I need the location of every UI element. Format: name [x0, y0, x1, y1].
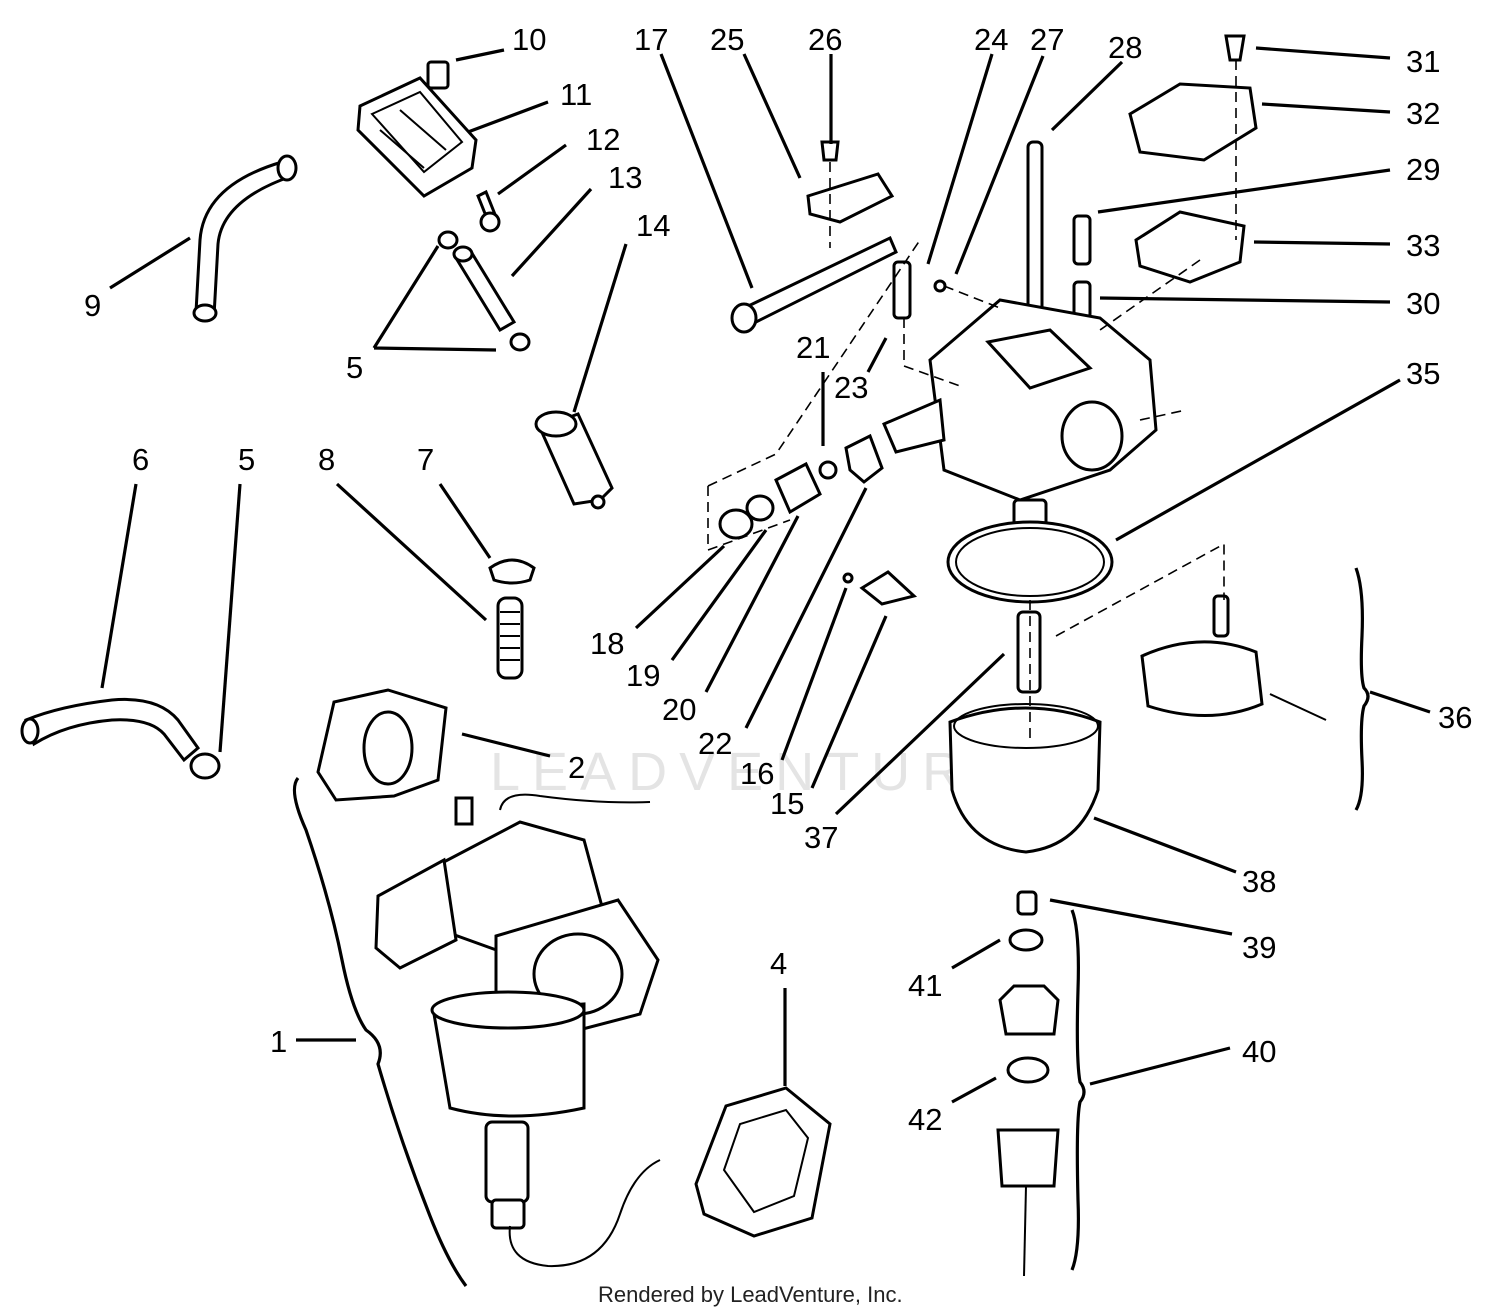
callout-40: 40 [1242, 1034, 1276, 1069]
part-10-clip [426, 60, 450, 90]
callout-24: 24 [974, 22, 1008, 57]
part-7-nut [488, 558, 536, 585]
watermark-text: LEADVENTURE [490, 742, 1021, 802]
callout-14: 14 [636, 208, 670, 243]
callout-11: 11 [560, 77, 592, 112]
render-credit: Rendered by LeadVenture, Inc. [598, 1282, 903, 1307]
part-23-screw [892, 260, 912, 320]
parts-artwork [20, 34, 1327, 1277]
part-33-gasket [1134, 210, 1246, 284]
callout-35: 35 [1406, 356, 1440, 391]
callout-29: 29 [1406, 152, 1440, 187]
callout-5-upper: 5 [346, 350, 363, 385]
callout-21: 21 [796, 330, 830, 365]
part-32-cover [1128, 82, 1258, 162]
callout-12: 12 [586, 122, 620, 157]
part-31-screw [1224, 34, 1246, 62]
part-15-bracket [859, 570, 918, 606]
carburetor-body [882, 298, 1158, 542]
part-27-plug [933, 279, 947, 293]
callout-7: 7 [417, 442, 434, 477]
callout-9: 9 [84, 288, 101, 323]
part-40-solenoid-upper [998, 984, 1060, 1036]
part-4-gasket [694, 1086, 832, 1238]
callout-13: 13 [608, 160, 642, 195]
callout-6: 6 [132, 442, 149, 477]
part-25-plate [806, 172, 895, 224]
callout-19: 19 [626, 658, 660, 693]
callout-37: 37 [804, 820, 838, 855]
brace-36 [1354, 567, 1370, 811]
part-29-screw [1072, 214, 1092, 266]
part-1-carburetor-assembly [374, 793, 661, 1268]
part-17-shaft [737, 235, 898, 329]
callout-41: 41 [908, 968, 942, 1003]
part-42-washer [1006, 1056, 1050, 1084]
part-35-oring [946, 520, 1114, 604]
part-22-lever [844, 433, 884, 484]
callout-32: 32 [1406, 96, 1440, 131]
part-5-clamp-upper-a [437, 230, 459, 250]
callout-1: 1 [270, 1024, 287, 1059]
callout-23: 23 [834, 370, 868, 405]
brace-1 [292, 776, 468, 1287]
callout-27: 27 [1030, 22, 1064, 57]
part-18-seal [718, 508, 754, 540]
part-36-float [1140, 640, 1264, 718]
callout-4: 4 [770, 946, 787, 981]
callout-38: 38 [1242, 864, 1276, 899]
part-26-screw [820, 140, 840, 162]
part-38-bowl [948, 706, 1102, 854]
part-6-hose [24, 697, 201, 763]
part-16-screw [842, 572, 854, 584]
callout-15: 15 [770, 786, 804, 821]
callout-20: 20 [662, 692, 696, 727]
callout-labels: 1 2 4 5 5 6 7 8 9 10 11 12 13 14 15 16 1… [84, 22, 1472, 1137]
part-5-clamp-lower [189, 752, 221, 780]
callout-2: 2 [568, 750, 585, 785]
assembly-braces [292, 567, 1370, 1287]
callout-5-lower: 5 [238, 442, 255, 477]
part-40-solenoid-lower [996, 1128, 1060, 1188]
part-41-washer [1008, 928, 1044, 952]
callout-8: 8 [318, 442, 335, 477]
leader-lines [100, 46, 1431, 1104]
callout-28: 28 [1108, 30, 1142, 65]
callout-16: 16 [740, 756, 774, 791]
callout-33: 33 [1406, 228, 1440, 263]
part-5-clamp-upper-b [509, 332, 531, 352]
part-39-plug [1016, 890, 1038, 916]
part-8-stud [496, 596, 524, 680]
callout-36: 36 [1438, 700, 1472, 735]
part-19-washer [745, 494, 775, 522]
brace-40 [1070, 909, 1086, 1271]
callout-30: 30 [1406, 286, 1440, 321]
part-21-ring [818, 460, 838, 480]
callout-42: 42 [908, 1102, 942, 1137]
callout-26: 26 [808, 22, 842, 57]
callout-10: 10 [512, 22, 546, 57]
callout-18: 18 [590, 626, 624, 661]
callout-25: 25 [710, 22, 744, 57]
callout-17: 17 [634, 22, 668, 57]
part-20-spring [774, 461, 822, 515]
callout-31: 31 [1406, 44, 1440, 79]
part-37-valve [1016, 610, 1042, 694]
part-9-hose [194, 160, 295, 318]
callout-39: 39 [1242, 930, 1276, 965]
callout-22: 22 [698, 726, 732, 761]
